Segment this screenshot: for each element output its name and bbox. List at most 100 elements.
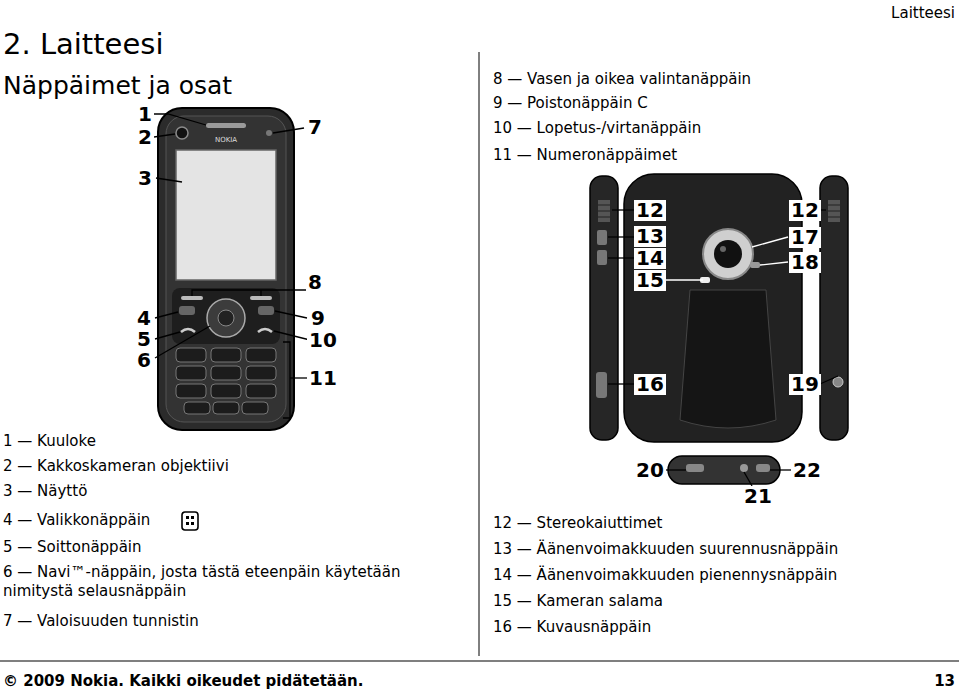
leader-lines	[274, 331, 310, 340]
phone-front	[172, 288, 280, 344]
phone-back	[714, 240, 742, 268]
phone-front	[266, 130, 272, 136]
phone-left-side	[598, 200, 610, 222]
phone-front	[258, 329, 272, 332]
phone-right-side	[828, 200, 840, 222]
label-text: 13 — Äänenvoimakkuuden suurennusnäppäin	[493, 540, 838, 559]
phone-right-side	[820, 176, 848, 440]
callout-number: 1	[136, 104, 154, 125]
phone-left-side	[597, 230, 607, 245]
callout-number: 8	[306, 272, 324, 293]
leader-lines	[608, 236, 634, 237]
label-text: 7 — Valoisuuden tunnistin	[3, 612, 199, 631]
phone-front	[246, 366, 276, 380]
callout-number: 14	[634, 248, 666, 269]
callout-number: 12	[789, 200, 821, 221]
phone-front	[158, 108, 294, 430]
label-text: Näppäimet ja osat	[3, 70, 232, 101]
phone-front	[211, 384, 241, 398]
phone-front	[176, 150, 276, 280]
phone-back	[624, 174, 802, 442]
phone-front	[166, 116, 286, 422]
callout-number: 10	[307, 330, 339, 351]
phone-front	[184, 402, 210, 414]
phone-right-side	[828, 205, 840, 206]
footer-rule	[0, 660, 959, 661]
phone-front	[258, 306, 274, 315]
phone-left-side	[597, 250, 607, 265]
menu-key-icon	[186, 522, 189, 525]
phone-front	[181, 296, 203, 300]
label-text: 4 — Valikkonäppäin	[3, 511, 150, 530]
label-text: 5 — Soittonäppäin	[3, 538, 142, 557]
callout-number: 3	[136, 168, 154, 189]
phone-front	[176, 127, 188, 139]
phone-bottom	[686, 464, 704, 472]
phone-right-side	[828, 217, 840, 218]
menu-key-icon	[186, 516, 189, 519]
leader-lines	[608, 383, 634, 384]
menu-key-icon	[191, 516, 194, 519]
callout-number: 19	[789, 374, 821, 395]
menu-key-icon	[182, 512, 198, 530]
label-text: 13	[934, 672, 955, 691]
phone-front	[246, 348, 276, 362]
phone-front	[242, 402, 268, 414]
leader-lines	[608, 210, 838, 486]
callout-number: 6	[135, 350, 153, 371]
phone-front	[211, 348, 241, 362]
leader-lines	[744, 472, 752, 486]
callout-number: 7	[306, 117, 324, 138]
label-text: 14 — Äänenvoimakkuuden pienennysnäppäin	[493, 566, 837, 585]
callout-number: 18	[789, 252, 821, 273]
leader-lines	[155, 312, 178, 318]
callout-number: 9	[309, 308, 327, 329]
phone-front	[179, 306, 195, 315]
label-text: Laitteesi	[891, 4, 955, 23]
phone-left-side	[598, 211, 610, 212]
callout-number: 11	[307, 368, 339, 389]
label-text: 16 — Kuvausnäppäin	[493, 618, 651, 637]
callout-number: 15	[634, 270, 666, 291]
label-text: 9 — Poistonäppäin C	[493, 94, 648, 113]
leader-lines	[608, 257, 634, 258]
phone-bottom	[756, 464, 770, 472]
leader-lines	[760, 262, 788, 265]
leader-lines	[155, 326, 210, 358]
callout-number: 17	[789, 227, 821, 248]
leader-lines	[666, 469, 686, 470]
leader-lines	[192, 286, 308, 296]
label-text: 6 — Navi™-näppäin, josta tästä eteenpäin…	[3, 563, 458, 601]
callout-number: 16	[634, 374, 666, 395]
phone-left-side	[596, 372, 607, 398]
phone-right-side	[833, 377, 843, 387]
phone-bottom	[740, 464, 748, 472]
callout-number: 12	[634, 200, 666, 221]
label-text: © 2009 Nokia. Kaikki oikeudet pidätetään…	[3, 672, 363, 691]
phone-back	[680, 290, 776, 428]
label-text: 1 — Kuuloke	[3, 432, 96, 451]
phone-front	[206, 123, 246, 128]
leader-lines	[154, 134, 175, 137]
callout-number: 22	[791, 460, 823, 481]
phone-front	[176, 348, 276, 414]
phone-front	[158, 108, 294, 430]
leader-lines	[156, 178, 182, 182]
label-text: 3 — Näyttö	[3, 482, 87, 501]
phone-left-side	[598, 217, 610, 218]
leader-lines	[260, 290, 261, 296]
phone-front	[213, 402, 239, 414]
leader-lines	[283, 342, 290, 418]
phone-front	[176, 384, 206, 398]
phone-front	[207, 299, 245, 337]
phone-left-side	[590, 176, 618, 440]
leader-lines	[820, 376, 838, 384]
phone-back	[750, 262, 760, 268]
phone-front	[176, 348, 206, 362]
phone-front	[246, 384, 276, 398]
phone-front	[218, 310, 234, 326]
phone-back	[720, 246, 726, 252]
leader-lines	[155, 332, 180, 339]
leader-lines	[770, 469, 792, 470]
